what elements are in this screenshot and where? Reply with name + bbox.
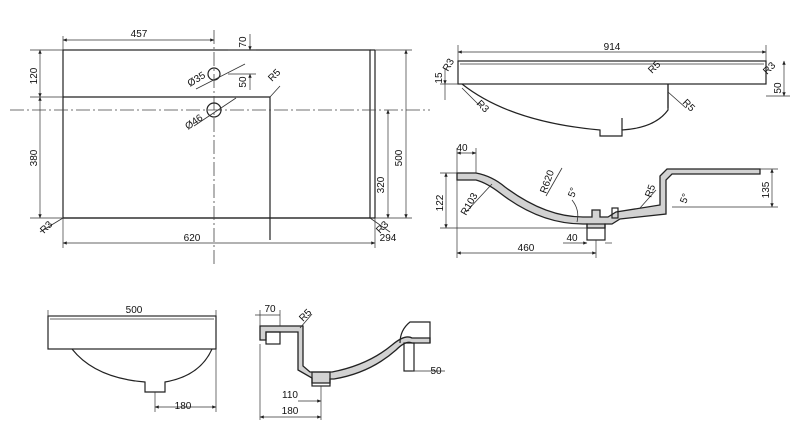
dim-180-short: 180 (282, 406, 299, 417)
label-r5-front-b: R5 (680, 97, 697, 114)
label-r5: R5 (266, 67, 283, 84)
dim-380: 380 (29, 149, 40, 166)
dim-500-side: 500 (126, 305, 143, 316)
side-bowl (71, 348, 213, 393)
dim-914: 914 (604, 42, 621, 53)
label-r5-short: R5 (297, 307, 314, 324)
dim-500: 500 (394, 149, 405, 166)
basin-outline (62, 49, 371, 219)
leader-d46 (193, 97, 237, 127)
label-r103: R103 (459, 191, 481, 218)
dim-40-bottom: 40 (566, 233, 578, 244)
dim-294: 294 (380, 233, 397, 244)
label-d35: Ø35 (186, 70, 208, 90)
dim-122: 122 (435, 194, 446, 211)
top-plan-view: 457 70 50 120 380 500 320 620 294 Ø35 Ø4 (10, 29, 430, 266)
side-view: 500 180 (47, 305, 217, 412)
overflow-slot (611, 207, 619, 219)
label-angle-5b: 5° (678, 192, 692, 205)
dim-135: 135 (761, 181, 772, 198)
leader-d35 (195, 63, 246, 90)
dim-180-side: 180 (175, 401, 192, 412)
label-r5-section: R5 (643, 183, 658, 199)
back-pipe (403, 342, 415, 372)
dim-110: 110 (282, 390, 298, 401)
dim-457: 457 (131, 29, 148, 40)
dim-15: 15 (434, 72, 445, 84)
corner-radius-leader (269, 85, 281, 98)
dim-320: 320 (376, 176, 387, 193)
label-r3-left: R3 (38, 219, 55, 236)
front-slab (457, 60, 767, 85)
label-angle-5a: 5° (566, 186, 580, 199)
drain-hole-46 (206, 102, 222, 118)
short-section-view: 70 R5 50 110 180 (255, 304, 445, 420)
label-r3-front-b: R3 (761, 60, 778, 77)
dim-50-short: 50 (430, 366, 442, 377)
dim-70: 70 (238, 36, 249, 48)
dim-70-short: 70 (264, 304, 276, 315)
front-bowl (461, 83, 669, 137)
section-profile-long (456, 168, 761, 229)
front-view: 914 15 50 R3 R5 R3 R3 R5 (434, 42, 790, 137)
label-d46: Ø46 (183, 112, 205, 132)
dim-50: 50 (238, 76, 249, 88)
long-section-view: 40 122 R103 R620 5° R5 5° 135 40 460 (435, 143, 778, 258)
dim-120: 120 (29, 67, 40, 84)
dim-620: 620 (184, 233, 201, 244)
dim-50-front: 50 (773, 82, 784, 94)
dim-40-top: 40 (456, 143, 468, 154)
label-r3-front-a: R3 (441, 57, 457, 74)
side-slab (47, 315, 217, 350)
dim-460: 460 (518, 243, 535, 254)
rim-box (265, 331, 281, 345)
back-lip (399, 321, 431, 344)
